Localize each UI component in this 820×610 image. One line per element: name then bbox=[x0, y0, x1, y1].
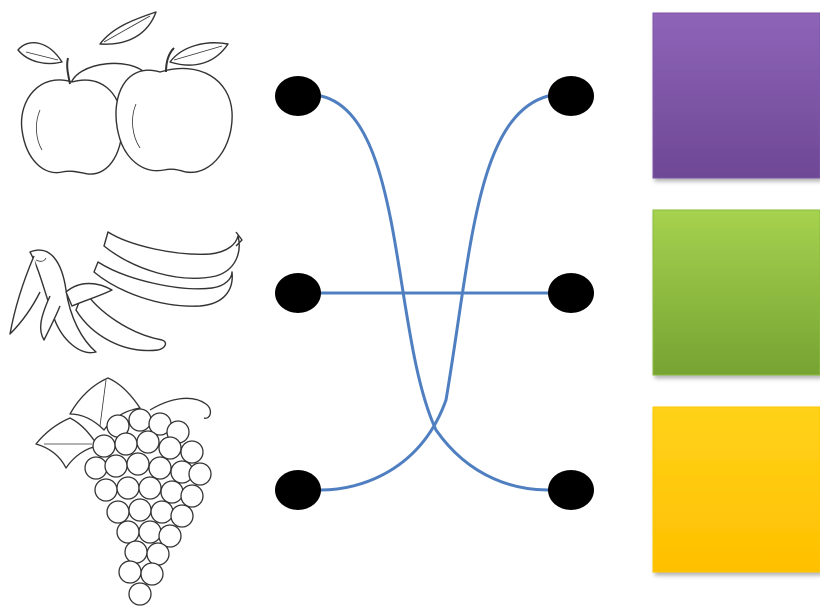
grapes-icon bbox=[36, 378, 211, 605]
left-dot-apples[interactable] bbox=[275, 76, 321, 116]
right-dots bbox=[548, 76, 594, 510]
left-dot-bananas[interactable] bbox=[275, 273, 321, 313]
connection-lines bbox=[321, 96, 548, 490]
color-box-purple[interactable] bbox=[653, 13, 820, 178]
right-dot-green[interactable] bbox=[548, 273, 594, 313]
color-box-yellow[interactable] bbox=[653, 407, 820, 572]
apples-icon bbox=[18, 12, 232, 174]
bananas-icon bbox=[10, 232, 242, 353]
left-dot-grapes[interactable] bbox=[275, 470, 321, 510]
right-dot-yellow[interactable] bbox=[548, 470, 594, 510]
right-dot-purple[interactable] bbox=[548, 76, 594, 116]
left-dots bbox=[275, 76, 321, 510]
color-box-green[interactable] bbox=[653, 210, 820, 375]
color-boxes bbox=[653, 13, 820, 572]
